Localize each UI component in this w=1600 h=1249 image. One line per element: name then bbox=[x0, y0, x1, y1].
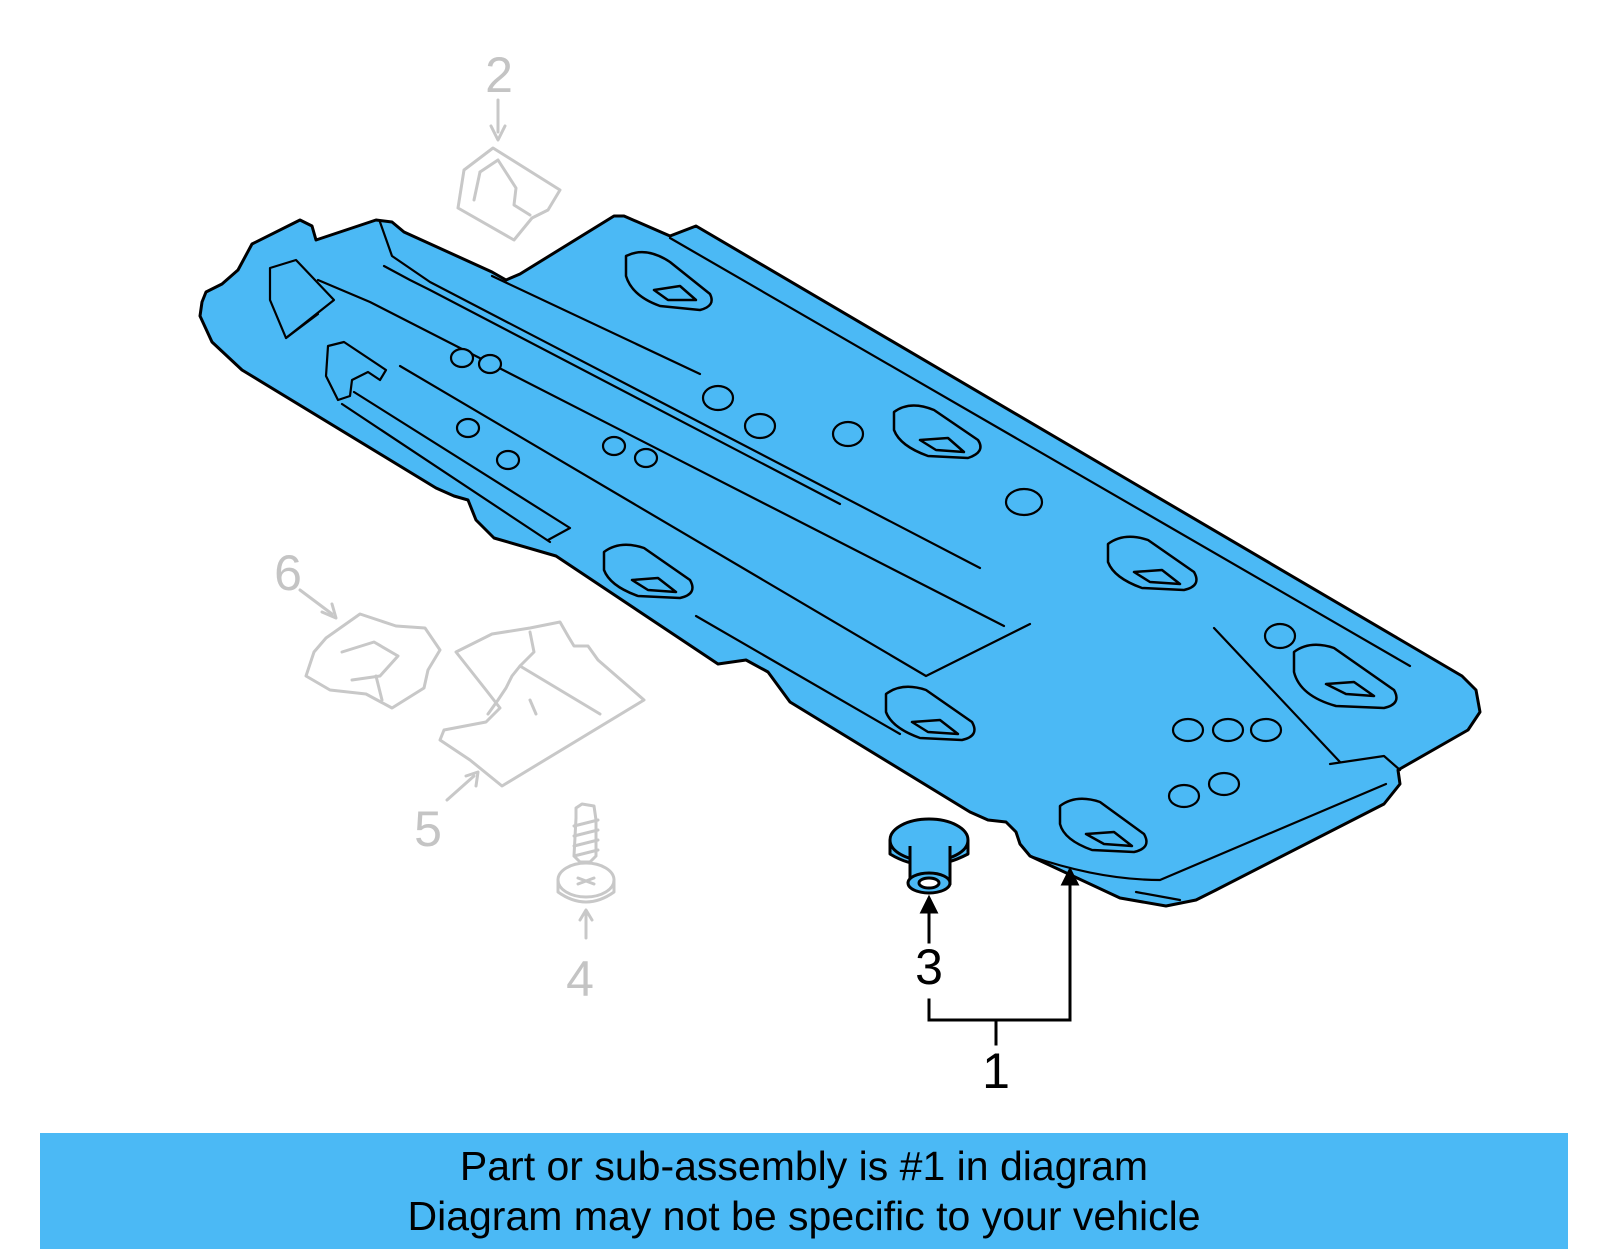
callout-3: 3 bbox=[915, 939, 943, 995]
shield-ribs bbox=[268, 220, 1412, 902]
part-6-clip bbox=[298, 588, 442, 710]
part-3-grommet bbox=[888, 817, 970, 895]
shield-mount-pockets bbox=[602, 250, 1398, 854]
callout-2: 2 bbox=[485, 47, 513, 103]
part-2-bracket bbox=[456, 98, 562, 242]
callout-6: 6 bbox=[274, 545, 302, 601]
part-1-underbody-shield[interactable] bbox=[198, 214, 1482, 908]
arrowhead-3 bbox=[919, 894, 939, 914]
arrowhead-1 bbox=[1060, 866, 1080, 886]
info-banner-background bbox=[40, 1133, 1568, 1249]
part-5-shield bbox=[438, 620, 646, 802]
part-4-bolt bbox=[556, 802, 616, 940]
bracket-1 bbox=[927, 998, 1072, 1022]
callout-5: 5 bbox=[414, 801, 442, 857]
shield-holes bbox=[449, 347, 1297, 809]
callout-1: 1 bbox=[982, 1043, 1010, 1099]
mount-pocket bbox=[1292, 643, 1398, 710]
info-banner: Part or sub-assembly is #1 in diagram Di… bbox=[40, 1133, 1568, 1249]
leader-lines bbox=[919, 866, 1080, 1046]
mount-pocket bbox=[892, 404, 982, 460]
callout-4: 4 bbox=[566, 951, 594, 1007]
mount-pocket bbox=[1106, 535, 1198, 592]
mount-pocket bbox=[602, 543, 694, 600]
mount-pocket bbox=[624, 250, 713, 312]
banner-line-disclaimer: Diagram may not be specific to your vehi… bbox=[407, 1193, 1201, 1239]
banner-line-part-number: Part or sub-assembly is #1 in diagram bbox=[459, 1143, 1149, 1189]
ghost-parts bbox=[298, 98, 646, 940]
mount-pocket bbox=[884, 685, 976, 742]
shield-outline bbox=[198, 214, 1482, 908]
mount-pocket bbox=[1058, 797, 1148, 854]
